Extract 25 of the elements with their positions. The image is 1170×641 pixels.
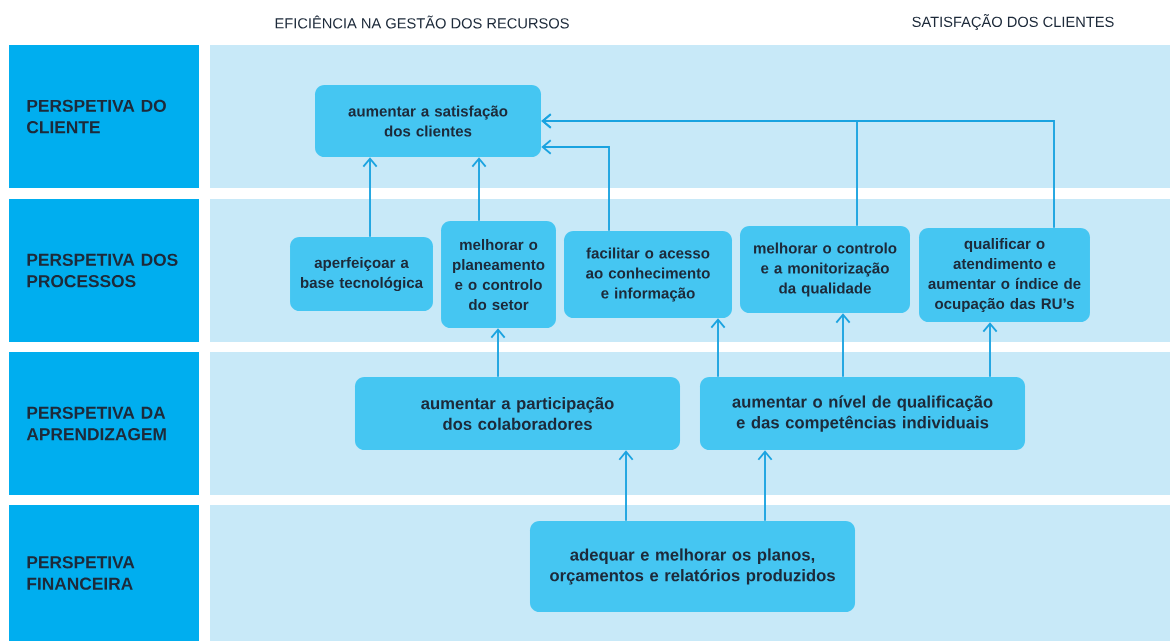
arrow bbox=[710, 318, 726, 378]
arrow bbox=[490, 328, 506, 378]
objective-box: aperfeiçoar a base tecnológica bbox=[290, 237, 433, 311]
column-heading: EFICIÊNCIA NA GESTÃO DOS RECURSOS bbox=[275, 15, 569, 29]
objective-box: qualificar o atendimento e aumentar o índice de ocupação das RU’s bbox=[919, 228, 1090, 322]
arrow bbox=[835, 313, 851, 378]
arrow bbox=[471, 157, 487, 222]
arrow bbox=[541, 139, 610, 232]
perspective-box: PERSPETIVA DOS PROCESSOS bbox=[9, 199, 199, 342]
arrow bbox=[982, 322, 998, 378]
arrow bbox=[541, 113, 1055, 229]
perspective-box: PERSPETIVA DA APRENDIZAGEM bbox=[9, 352, 199, 495]
objective-box: melhorar o planeamento e o controlo do setor bbox=[441, 221, 556, 328]
column-heading: SATISFAÇÃO DOS CLIENTES bbox=[912, 14, 1114, 30]
objective-box: aumentar a participação dos colaboradores bbox=[355, 376, 681, 451]
perspective-box: PERSPETIVA DO CLIENTE bbox=[9, 45, 199, 188]
arrow bbox=[757, 450, 773, 522]
arrow bbox=[362, 157, 378, 238]
objective-box: melhorar o controlo e a monitorização da qualidade bbox=[740, 226, 910, 313]
arrow bbox=[618, 450, 634, 522]
objective-box: aumentar o nível de qualificação e das competências individuais bbox=[699, 376, 1026, 451]
objective-box: adequar e melhorar os planos, orçamentos e relatórios produzidos bbox=[530, 521, 856, 612]
objective-box: aumentar a satisfação dos clientes bbox=[315, 85, 541, 157]
perspective-box: PERSPETIVA FINANCEIRA bbox=[9, 505, 199, 641]
objective-box: facilitar o acesso ao conhecimento e informação bbox=[564, 231, 732, 318]
